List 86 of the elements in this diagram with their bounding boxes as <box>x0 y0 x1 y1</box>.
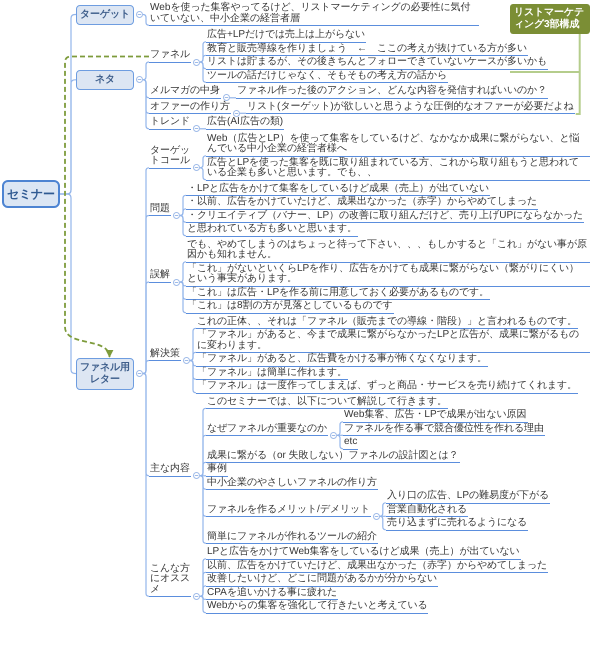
dashed-arrow <box>64 56 149 358</box>
topic-item: 「これ」がないといくらLPを作り、広告をかけても成果に繋がらない（繋がりにくい）という事実があります。 <box>186 264 590 286</box>
branch-line <box>189 360 197 394</box>
topic-item: 「これ」は8割の方が見落としているものです <box>186 301 394 314</box>
branch-line <box>190 360 196 366</box>
branch-line <box>179 261 187 283</box>
subtopic-label: ターゲットコール <box>149 146 191 168</box>
branch-line <box>240 112 246 114</box>
main-topic-box: ファネル用レター <box>76 358 134 390</box>
topic-item: 「ファネル」があると、今まで成果に繋がらなかったLPと広告が、成果に繋がるものに変わります。 <box>196 330 590 353</box>
subtopic-label: 問題 <box>149 204 171 216</box>
branch-line <box>379 502 386 517</box>
topic-item: 成果に繋がる（or 失敗しない）ファネルの設計図とは？ <box>206 450 460 463</box>
subtopic-label: オファーの作り方 <box>149 102 231 114</box>
subtopic-label: 解決策 <box>149 348 181 362</box>
topic-item: 入り口の広告、LPの難易度が下がる <box>386 491 550 504</box>
topic-item: 中小企業のやさしいファネルの作り方 <box>206 478 378 490</box>
branch-line <box>142 372 150 597</box>
topic-item: リスト(ターゲット)が欲しいと思うような圧倒的なオファーが必要だよね <box>246 102 575 114</box>
branch-line <box>142 360 150 374</box>
central-topic: セミナー <box>2 180 60 208</box>
topic-item: ・以前、広告をかけていたけど、成果出なかった（赤字）からやめてしまった <box>186 197 538 210</box>
branch-line <box>380 516 386 517</box>
subtopic-label: 誤解 <box>149 270 171 283</box>
branch-line <box>199 596 207 614</box>
topic-item: 売り込まずに売れるようになる <box>386 518 528 530</box>
branch-line <box>200 128 206 130</box>
branch-line <box>230 97 236 98</box>
main-topic-box: ターゲット <box>76 4 134 24</box>
subtopic-label: 主な内容 <box>149 464 191 476</box>
branch-line <box>199 54 207 63</box>
branch-line <box>336 421 344 436</box>
topic-item: Web集客、広告・LPで成果が出ない原因 <box>343 410 528 422</box>
topic-item: 「ファネル」は簡単に作れます。 <box>196 368 348 380</box>
branch-line <box>189 352 197 362</box>
summary-box: リストマーケティング3部構成 <box>510 4 590 34</box>
branch-line <box>179 214 187 236</box>
topic-item: 事例 <box>206 464 228 476</box>
topic-item: 「これ」は広告・LPを作る前に用意しておく必要があるものです。 <box>186 288 490 300</box>
subtopic-label: ファネルを作るメリット/デメリット <box>206 504 371 517</box>
subtopic-label: メルマガの中身 <box>149 86 221 98</box>
branch-line <box>142 14 150 26</box>
subtopic-label: トレンド <box>149 117 191 130</box>
topic-item: CPAを追いかける事に疲れた <box>206 588 338 600</box>
subtopic-label: ファネル <box>149 50 191 63</box>
topic-item: 広告(AI広告の類) <box>206 117 284 130</box>
topic-item: 広告+LPだけでは売上は上がらない <box>206 30 366 42</box>
branch-line <box>142 79 150 130</box>
main-topic-box: ネタ <box>76 70 134 90</box>
topic-item: と思われている方も多いと思います。 <box>186 224 358 236</box>
topic-item: 「ファネル」があると、広告費をかける事が怖くなくなります。 <box>196 354 488 366</box>
topic-item: 改善したいけど、どこに問題があるかが分からない <box>206 574 438 586</box>
topic-item: でも、やめてしまうのはちょっと待って下さい、、、もしかすると「これ」がない事が原因かも知れません。 <box>186 240 590 262</box>
subtopic-label: なぜファネルが重要なのか <box>206 424 328 436</box>
branch-line <box>142 61 150 80</box>
topic-item: 「ファネル」は一度作ってしまえば、ずっと商品・サービスを売り続けてくれます。 <box>196 381 578 394</box>
topic-item: これの正体、、それは「ファネル（販売までの導線・階段）」と言われるものです。 <box>196 316 578 329</box>
branch-line <box>379 516 386 530</box>
branch-line <box>199 475 207 544</box>
branch-line <box>179 208 187 216</box>
branch-line <box>199 155 207 168</box>
topic-item: etc <box>343 437 358 450</box>
topic-item: Web（広告とLP）を使って集客をしているけど、なかなか成果に繋がらない、と悩んでいる中小企業の経営者様へ <box>206 134 590 156</box>
branch-line <box>199 462 207 476</box>
topic-item: リストは貯まるが、その後きちんとフォローできていないケースが多いかも <box>206 57 548 70</box>
branch-line <box>336 434 344 450</box>
topic-item: Webを使った集客やってるけど、リストマーケティングの必要性に気付いていない、中小企業の経営者層 <box>149 3 479 26</box>
topic-item: ファネルを作る事で競合優位性を作れる理由 <box>343 424 545 436</box>
subtopic-label: こんな方にオススメ <box>149 564 191 597</box>
topic-item: 広告とLPを使った集客を既に取り組まれている方、これから取り組もうと思われている企業も多いと思います。でも、、 <box>206 158 590 180</box>
topic-item: 教育と販売導線を作りましょう ← ここの考えが抜けている方が多い <box>206 44 528 56</box>
topic-item: ツールの話だけじゃなく、そもそもの考え方の話から <box>206 70 448 83</box>
topic-item: 簡単にファネルが作れるツールの紹介 <box>206 532 378 544</box>
topic-item: LPと広告をかけてWeb集客をしているけど成果（売上）が出ていない <box>206 547 521 560</box>
topic-item: このセミナーでは、以下について解説して行きます。 <box>206 396 448 409</box>
branch-line <box>60 193 76 374</box>
branch-line <box>199 61 207 83</box>
topic-item: ・クリエイティブ（バナー、LP）の改善に取り組んだけど、売り上げUPにならなかった <box>186 210 584 223</box>
topic-item: 以前、広告をかけていたけど、成果出なかった（赤字）からやめてしまった <box>206 560 548 573</box>
branch-line <box>199 585 207 597</box>
topic-item: ファネル作った後のアクション、どんな内容を発信すればいいのか？ <box>236 86 548 98</box>
branch-line <box>199 167 207 180</box>
topic-item: ・LPと広告をかけて集客をしているけど成果（売上）が出ていない <box>186 184 490 196</box>
topic-item: 営業自動化される <box>386 504 468 517</box>
topic-item: Webからの集客を強化して行きたいと考えている <box>206 601 428 614</box>
branch-line <box>179 281 187 314</box>
